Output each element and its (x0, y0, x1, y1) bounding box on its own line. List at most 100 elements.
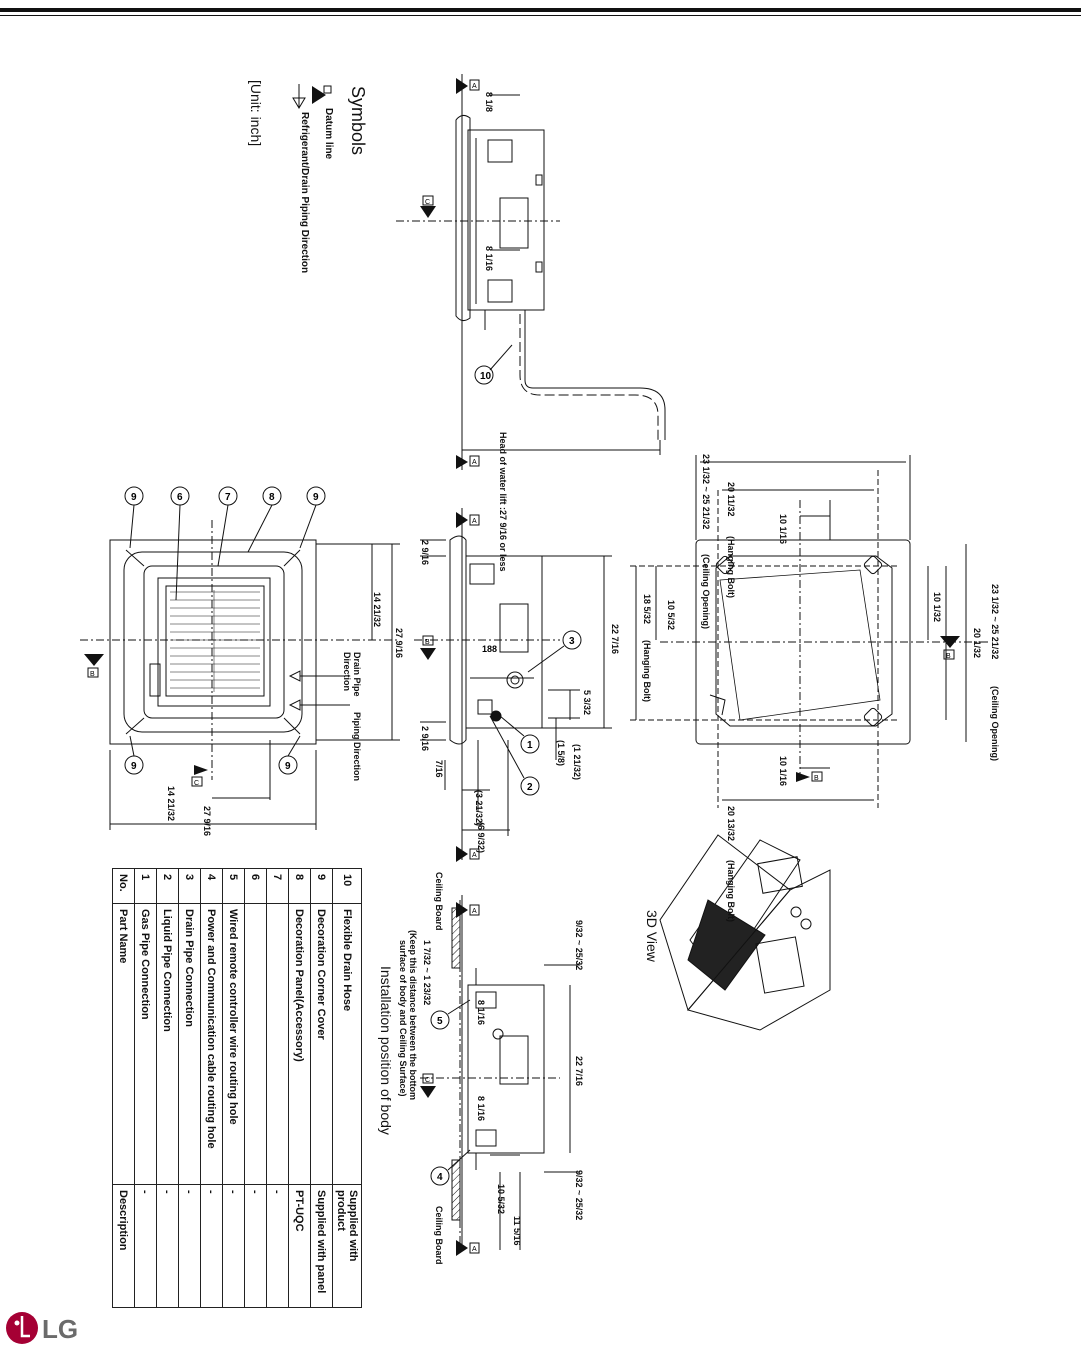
keep-note-1: (Keep this distance between the bottom (408, 930, 418, 1101)
ceiling-opening-view (630, 455, 990, 808)
dim-18-5-32: 18 5/32 (642, 594, 652, 625)
dim-hanging-bolt-top: 20 11/32 (726, 482, 736, 517)
view-3d (659, 834, 831, 1031)
header-rule-thin (0, 15, 1081, 16)
marker-c-2: C (194, 780, 199, 787)
dim-8-1-16: 8 1/16 (484, 246, 494, 272)
dim-8-1-16-inst-a: 8 1/16 (476, 1000, 486, 1026)
dim-ceiling-opening-right: 23 1/32 ~ 25 21/32 (990, 584, 1000, 660)
callout-5: 5 (437, 1016, 443, 1027)
view-3d-label: 3D View (644, 910, 660, 962)
installation-view (420, 895, 580, 1250)
piping-direction-label-2: Piping Direction (352, 712, 362, 782)
callout-9b: 9 (313, 492, 319, 503)
marker-a-6: A (472, 1246, 477, 1253)
lg-logo-mark: LG (6, 1312, 78, 1344)
marker-a-1: A (472, 83, 477, 90)
dim-ceiling-opening-top: 23 1/32 ~ 25 21/32 (701, 454, 711, 530)
drain-pipe-direction-label: Drain Pipe Direction (342, 652, 362, 697)
dim-5-3-32: 5 3/32 (582, 690, 592, 716)
callout-4: 4 (437, 1172, 443, 1183)
callout-10: 10 (480, 371, 492, 382)
callout-7: 7 (225, 492, 231, 503)
dim-10-5-32-inst: 10 5/32 (496, 1184, 506, 1215)
hanging-bolt-label-left: (Hanging Bolt) (642, 640, 652, 702)
marker-c-1: C (425, 199, 430, 206)
callout-9c: 9 (131, 761, 137, 772)
marker-b-4: B (425, 639, 430, 646)
callout-8: 8 (269, 492, 275, 503)
dim-7-16: 7/16 (434, 760, 444, 778)
callout-6: 6 (177, 492, 183, 503)
dim-2-9-16-a: 2 9/16 (420, 540, 430, 566)
marker-a-4: A (472, 852, 477, 859)
marker-b-2: B (814, 775, 819, 782)
marker-b-3: B (90, 671, 95, 678)
table-row: 6- (244, 868, 267, 1308)
marker-c-3: C (425, 1077, 430, 1084)
side-view-top (396, 74, 666, 470)
callout-3: 3 (569, 636, 575, 647)
marker-a-2: A (472, 459, 477, 466)
dim-install-top: 9/32 ~ 25/32 (574, 920, 584, 971)
ceiling-opening-label-right: (Ceiling Opening) (990, 686, 1000, 761)
dim-11-5-16: 11 5/16 (512, 1216, 522, 1246)
ceiling-opening-label-top: (Ceiling Opening) (701, 554, 711, 629)
lg-logo: LG (4, 1308, 84, 1348)
dim-1-21-32: (1 21/32) (572, 744, 582, 781)
col-description: Description (112, 1184, 135, 1308)
dim-20-1-32: 20 1/32 (972, 628, 982, 659)
marker-a-5: A (472, 908, 477, 915)
dim-8-1-8: 8 1/8 (484, 92, 494, 113)
panel-front-view (80, 520, 400, 830)
dim-10-5-32: 10 5/32 (666, 600, 676, 631)
dim-188: 188 (482, 644, 497, 654)
side-view-middle (414, 508, 612, 860)
dim-install-bottom: 9/32 ~ 25/32 (574, 1170, 584, 1221)
dim-2-9-16-b: 2 9/16 (420, 726, 430, 752)
hanging-bolt-label-bottom: (Hanging Bolt) (726, 860, 736, 922)
svg-text:LG: LG (42, 1314, 78, 1344)
dim-14-21-32-a: 14 21/32 (372, 592, 382, 628)
dim-keep-distance: 1 7/32 ~ 1 23/32 (422, 940, 432, 1006)
dim-22-7-16-b: 22 7/16 (574, 1056, 584, 1087)
hanging-bolt-label-top: (Hanging Bolt) (726, 536, 736, 598)
dim-6-9-32: (6 9/32) (476, 822, 486, 854)
keep-note-2: surface of body and Ceiling Surface) (398, 940, 408, 1097)
col-part-name: Part Name (112, 903, 135, 1185)
dim-27-9-16-a: 27 9/16 (394, 628, 404, 659)
marker-b-1: B (946, 653, 951, 660)
dim-22-7-16-a: 22 7/16 (610, 624, 620, 655)
dim-8-1-16-inst-b: 8 1/16 (476, 1096, 486, 1122)
ceiling-board-top: Ceiling Board (434, 872, 444, 931)
dim-3-21-32: (3 21/32) (474, 790, 484, 827)
dim-27-9-16-b: 27 9/16 (202, 806, 212, 837)
ceiling-board-bottom: Ceiling Board (434, 1206, 444, 1265)
datum-line-symbol (312, 85, 332, 104)
col-no: No. (112, 868, 135, 904)
callout-2: 2 (527, 782, 533, 793)
table-row: 7- (266, 868, 289, 1308)
dim-10-1-32: 10 1/32 (932, 592, 942, 623)
callout-9a: 9 (131, 492, 137, 503)
dim-hanging-bolt-bottom: 20 13/32 (726, 806, 736, 842)
dim-10-1-16-b: 10 1/16 (778, 756, 788, 787)
dim-10-1-16-a: 10 1/16 (778, 514, 788, 545)
marker-a-3: A (472, 518, 477, 525)
installation-position-title: Installation position of body (378, 966, 394, 1135)
header-rule-thick (0, 8, 1081, 12)
dim-1-5-8: (1 5/8) (556, 740, 566, 767)
dim-14-21-32-b: 14 21/32 (166, 786, 176, 822)
